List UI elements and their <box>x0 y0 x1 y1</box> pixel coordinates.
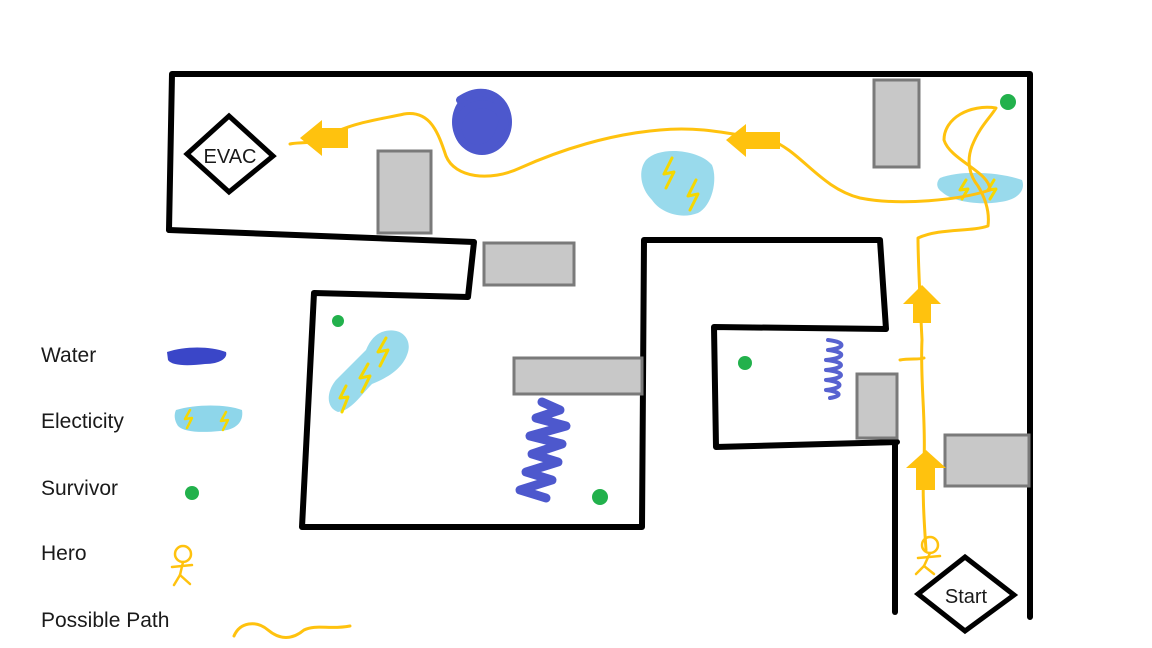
start-marker: Start <box>913 553 1019 635</box>
path-line <box>288 105 998 552</box>
arrow-icon <box>300 120 348 156</box>
obstacle-block <box>943 433 1031 488</box>
obstacle-block <box>482 241 576 287</box>
electricity-hazard-icon <box>641 150 715 216</box>
electricity-hazard-icon <box>174 405 243 432</box>
possible-path <box>288 105 998 552</box>
survivor-dot-icon <box>185 486 199 500</box>
arrow-icon <box>903 285 941 323</box>
survivor-dot-icon <box>592 489 608 505</box>
evac-label: EVAC <box>204 146 257 168</box>
stick-figure-icon <box>170 544 194 587</box>
evac-marker: EVAC <box>183 112 277 196</box>
obstacle-block <box>376 149 433 235</box>
water-hazards <box>452 88 844 503</box>
electricity-hazard-icon <box>328 330 409 414</box>
path-branch <box>898 356 926 362</box>
start-label: Start <box>945 586 988 608</box>
arrow-icon <box>726 124 780 157</box>
path-line-icon <box>232 622 352 639</box>
legend-survivor-label: Survivor <box>41 477 119 500</box>
obstacle-block <box>855 372 899 440</box>
obstacle-block <box>872 78 921 169</box>
outer-wall <box>166 71 1033 620</box>
legend-symbols <box>167 347 352 639</box>
stick-figure-icon <box>914 535 942 576</box>
survivors <box>332 94 1016 505</box>
water-hazard-icon <box>452 88 512 155</box>
legend-electricity-label: Electicity <box>41 410 124 433</box>
water-hazard-icon <box>167 347 227 366</box>
survivor-dot-icon <box>332 315 344 327</box>
obstacle-block <box>512 356 644 396</box>
legend-hero-label: Hero <box>41 542 87 565</box>
legend-water-label: Water <box>41 344 97 367</box>
water-hazard-icon <box>515 397 571 503</box>
obstacles <box>376 78 1031 488</box>
legend-path-label: Possible Path <box>41 609 170 632</box>
electricity-hazards <box>328 150 1024 414</box>
water-hazard-icon <box>824 338 844 400</box>
survivor-dot-icon <box>1000 94 1016 110</box>
survivor-dot-icon <box>738 356 752 370</box>
arrow-icon <box>906 450 946 490</box>
direction-arrows <box>300 120 946 490</box>
